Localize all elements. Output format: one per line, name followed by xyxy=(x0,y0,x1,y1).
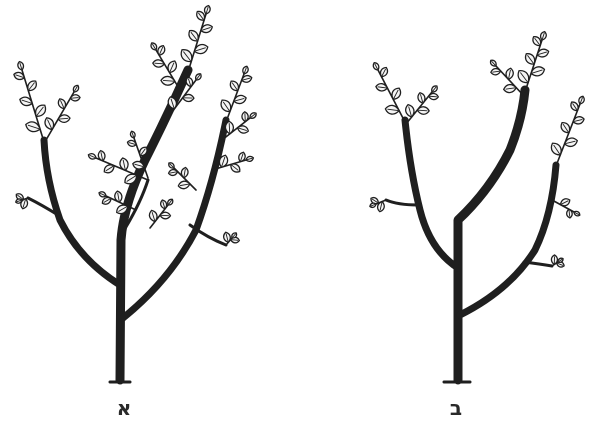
tree-a-twig-inner-low-tip-bud xyxy=(98,191,107,199)
tree-b-twig-left-right-tip-bud xyxy=(430,84,439,93)
tree-a-twig-leader-mid-leaf-2 xyxy=(183,94,195,101)
tree-a-twig-left-mid-tip-bud xyxy=(72,84,80,93)
tree-b-twig-leader-top-tip-bud xyxy=(539,31,547,41)
tree-a-twig-right-upper-tip-bud xyxy=(249,111,258,120)
tree-a-twig-right-mid-leaf-2 xyxy=(229,162,242,175)
tree-a-unpruned xyxy=(13,5,258,382)
tree-a-twig-leader-top-stem xyxy=(188,14,206,72)
tree-a-twig-leader-top-leaf-4 xyxy=(200,23,214,34)
tree-b-label: ב xyxy=(436,396,476,420)
tree-a-twig-inner-left-tip-bud xyxy=(87,152,97,160)
tree-b-twig-leader-top-stem xyxy=(525,40,542,92)
tree-b-left-side-shoot xyxy=(386,200,418,205)
tree-b-twig-leader-top-leaf-2 xyxy=(530,65,546,78)
tree-b-twig-left-top-tip-bud xyxy=(372,61,380,71)
tree-b-twig-left-right-leaf-4-vein xyxy=(430,96,437,97)
tree-b-twig-left-right-leaf-1 xyxy=(404,103,415,118)
tree-a-twig-inner-left-leaf-3 xyxy=(102,163,116,175)
tree-a-twig-leader-left-tip-bud xyxy=(150,42,159,52)
tree-a-twig-leader-left-leaf-4 xyxy=(156,44,166,56)
tree-a-twig-center-low-leaf-1 xyxy=(148,209,158,222)
tree-a-twig-right-top-leaf-2 xyxy=(233,94,247,105)
tree-a-twig-right-mid-tip-bud xyxy=(245,156,254,163)
tree-b-twig-leader-top-leaf-4 xyxy=(536,48,550,59)
tree-a-twig-left-top-leaf-3 xyxy=(19,96,34,108)
tree-a-twig-left-top-tip-bud xyxy=(17,61,25,71)
tree-a-twig-leader-left-leaf-2 xyxy=(166,59,178,74)
tree-b-twig-left-top-leaf-2 xyxy=(390,86,403,101)
tree-a-twig-center-low-tip-bud xyxy=(166,198,174,206)
tree-a-twig-inner-up-tip-bud xyxy=(130,131,137,139)
tree-b-twig-right-top-leaf-2 xyxy=(564,137,579,148)
tree-a-trunk-leader xyxy=(120,70,188,380)
tree-b-twig-right-top-tip-bud xyxy=(578,95,586,105)
tree-b-twig-right-mid-leaf-1 xyxy=(559,197,571,207)
tree-a-twig-left-mid-leaf-3 xyxy=(57,97,68,110)
tree-a-twig-center-low-leaf-2 xyxy=(160,212,171,219)
tree-a-twig-right-top-leaf-3 xyxy=(228,79,241,93)
tree-b-twig-right-top-leaf-1 xyxy=(549,141,564,158)
tree-a-twig-right-upper-leaf-2 xyxy=(237,124,250,134)
tree-a-twig-right-upper-leaf-3 xyxy=(242,112,249,122)
tree-a-label: א xyxy=(104,396,144,420)
tree-b-twig-left-right-leaf-4 xyxy=(428,93,438,100)
tree-b-trunk-leader xyxy=(458,90,525,380)
tree-a-twig-right-top-tip-bud xyxy=(242,65,250,75)
tree-a-twig-left-mid-leaf-1 xyxy=(43,116,56,131)
tree-b-twig-leader-left-tip-bud xyxy=(489,59,498,68)
tree-b-pruned xyxy=(369,31,585,382)
tree-a-twig-left-mid-leaf-4-vein xyxy=(71,98,78,99)
tree-a-twig-leader-top-tip-bud xyxy=(203,5,211,15)
tree-a-twig-leader-top-leaf-2 xyxy=(193,43,209,56)
tree-b-left-scaffold xyxy=(405,120,458,268)
tree-a-twig-left-top-leaf-1 xyxy=(24,120,41,134)
tree-b-twig-left-top-leaf-4 xyxy=(379,66,390,78)
tree-b-twig-left-right-leaf-3 xyxy=(417,92,427,104)
tree-a-twig-right-upper-leaf-1-vein xyxy=(229,123,230,133)
tree-a-twig-leader-left-leaf-3-vein xyxy=(155,63,164,64)
tree-a-twig-right-inner-tip-bud xyxy=(167,161,175,169)
tree-a-twig-right-low-leaf-2-vein xyxy=(232,240,238,241)
tree-a-twig-left-top-leaf-4 xyxy=(25,79,38,93)
tree-b-twig-right-top-stem xyxy=(556,104,580,166)
tree-b-right-scaffold xyxy=(460,165,556,315)
tree-b-twig-right-top-leaf-3 xyxy=(559,121,572,135)
